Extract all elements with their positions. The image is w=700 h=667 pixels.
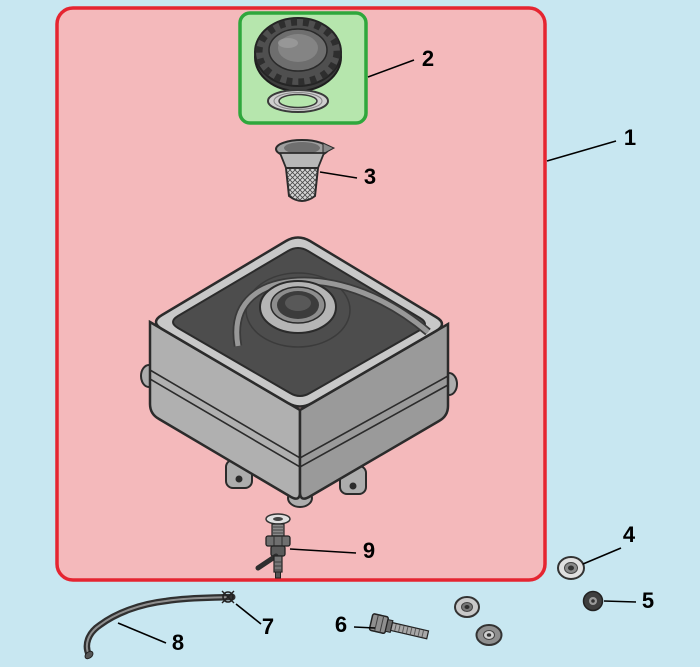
valve-outlet-tip [275,571,281,579]
valve-threads [273,526,283,534]
washer-4 [557,556,585,580]
callout-9-leader [289,548,357,554]
sealing-washer [265,513,291,525]
gasket-contour [273,92,323,110]
hose-end-fitting [84,650,94,660]
strainer-collar-hole [284,142,320,154]
callout-3-label: 3 [364,164,376,189]
hose-clip [221,590,235,604]
strainer-neck [278,152,326,169]
bolt-head-facets [374,614,385,633]
callout-5-leader [603,600,637,603]
callout-4-leader [582,547,622,565]
valve-lever [255,553,279,571]
washer-extra-lower [475,624,503,646]
fuel-cap-highlight [278,38,298,48]
fuel-cap [254,17,342,92]
callout-8-label: 8 [172,630,184,655]
cap-gasket [267,89,329,113]
callout-1-label: 1 [624,125,636,150]
filler-neck [259,280,337,334]
valve-hex-facets [273,536,283,546]
clip-ring [222,591,234,603]
callout-4-label: 4 [623,522,636,547]
tank-right-face [298,321,450,500]
callout-7-leader [235,603,262,625]
callout-8-leader [117,622,167,644]
fuel-strainer [275,139,336,202]
callout-5-label: 5 [642,588,654,613]
fuel-hose-highlight [85,596,232,656]
tank-seam-line [149,369,449,459]
tank-seam-lip [149,378,449,468]
fuel-valve [255,523,291,579]
fuel-cap-dome-top [278,34,318,62]
bolt-threads [394,623,425,638]
valve-hex-flange [265,535,291,547]
callout-6-label: 6 [335,612,347,637]
valve-outlet-barbs [274,561,282,571]
fuel-tank [140,236,458,508]
callout-6-leader [353,626,376,629]
grommet-5 [582,590,604,612]
callout-9-label: 9 [363,538,375,563]
strainer-mesh-cup [284,167,320,202]
callout-1-leader [546,140,617,162]
gasket-hole [278,93,318,109]
callout-7-label: 7 [262,614,274,639]
strainer-bayonet-tab [322,142,336,155]
clip-wires [221,590,235,604]
washer-extra-upper [454,596,480,618]
fuel-cap-knurl [255,18,341,86]
callout-3-leader [319,171,358,179]
callout-2-leader [367,59,415,78]
callout-2-label: 2 [422,46,434,71]
